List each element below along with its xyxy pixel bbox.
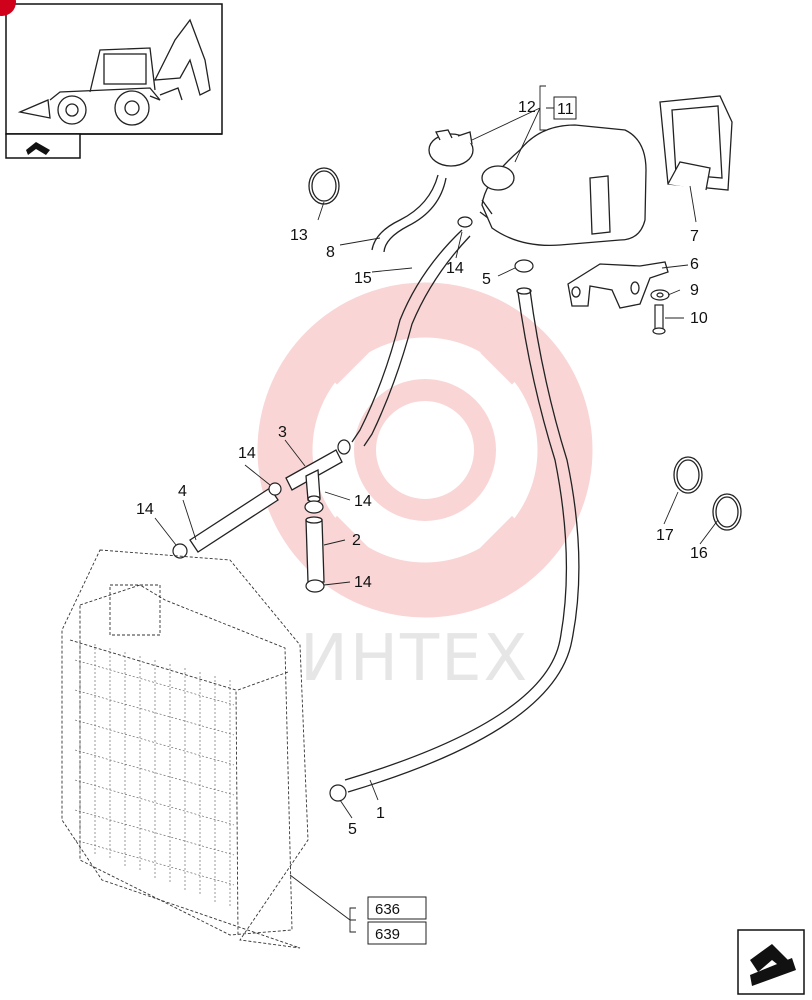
bracket bbox=[567, 261, 669, 309]
callout-17: 17 bbox=[656, 527, 674, 544]
callout-14-mid-left: 14 bbox=[238, 445, 256, 462]
bolt bbox=[652, 304, 666, 335]
callout-16: 16 bbox=[690, 545, 708, 562]
reference-639: 639 bbox=[375, 926, 400, 943]
callout-10: 10 bbox=[690, 310, 708, 327]
callout-14-mid-right: 14 bbox=[354, 493, 372, 510]
callout-12: 12 bbox=[518, 99, 536, 116]
callout-5-bottom: 5 bbox=[348, 821, 357, 838]
callout-4: 4 bbox=[178, 483, 187, 500]
callout-labels: 1 2 3 4 5 5 6 7 8 9 10 13 14 14 14 14 14… bbox=[136, 99, 708, 838]
callout-7: 7 bbox=[690, 228, 699, 245]
hose-vertical bbox=[305, 516, 325, 583]
callout-box-11: 11 bbox=[553, 96, 577, 120]
reference-636: 636 bbox=[375, 901, 400, 918]
leader-lines bbox=[154, 85, 719, 933]
t-connector bbox=[285, 449, 343, 503]
callout-13: 13 bbox=[290, 227, 308, 244]
backhoe-loader-icon bbox=[17, 18, 211, 126]
radiator-core bbox=[74, 640, 235, 908]
hose-short bbox=[371, 174, 447, 253]
callout-14-bottom: 14 bbox=[354, 574, 372, 591]
next-page-arrow-icon[interactable] bbox=[737, 929, 805, 995]
callout-14-left: 14 bbox=[136, 501, 154, 518]
callout-9: 9 bbox=[690, 282, 699, 299]
watermark-gear-logo bbox=[257, 282, 593, 618]
callout-11: 11 bbox=[557, 101, 574, 118]
callout-3: 3 bbox=[278, 424, 287, 441]
corner-badge bbox=[0, 0, 16, 16]
callout-5-top: 5 bbox=[482, 271, 491, 288]
callout-1: 1 bbox=[376, 805, 385, 822]
expansion-tank bbox=[428, 124, 647, 247]
hose-left bbox=[189, 487, 279, 553]
hose-overflow bbox=[351, 229, 471, 447]
spring-clamps bbox=[308, 167, 742, 531]
thumbnail-frame bbox=[0, 0, 223, 159]
callout-2: 2 bbox=[352, 532, 361, 549]
small-arrow-icon bbox=[26, 142, 50, 155]
radiator-assembly bbox=[61, 549, 309, 949]
hose-clamps bbox=[172, 216, 534, 802]
callout-15: 15 bbox=[354, 270, 372, 287]
reference-boxes: 636 639 bbox=[367, 896, 427, 945]
watermark-text: ИНТЕХ bbox=[300, 622, 529, 696]
callout-8: 8 bbox=[326, 244, 335, 261]
tank-cover bbox=[659, 95, 733, 191]
hose-main bbox=[344, 287, 580, 793]
callout-6: 6 bbox=[690, 256, 699, 273]
washer bbox=[650, 289, 670, 301]
callout-14-top: 14 bbox=[446, 260, 464, 277]
